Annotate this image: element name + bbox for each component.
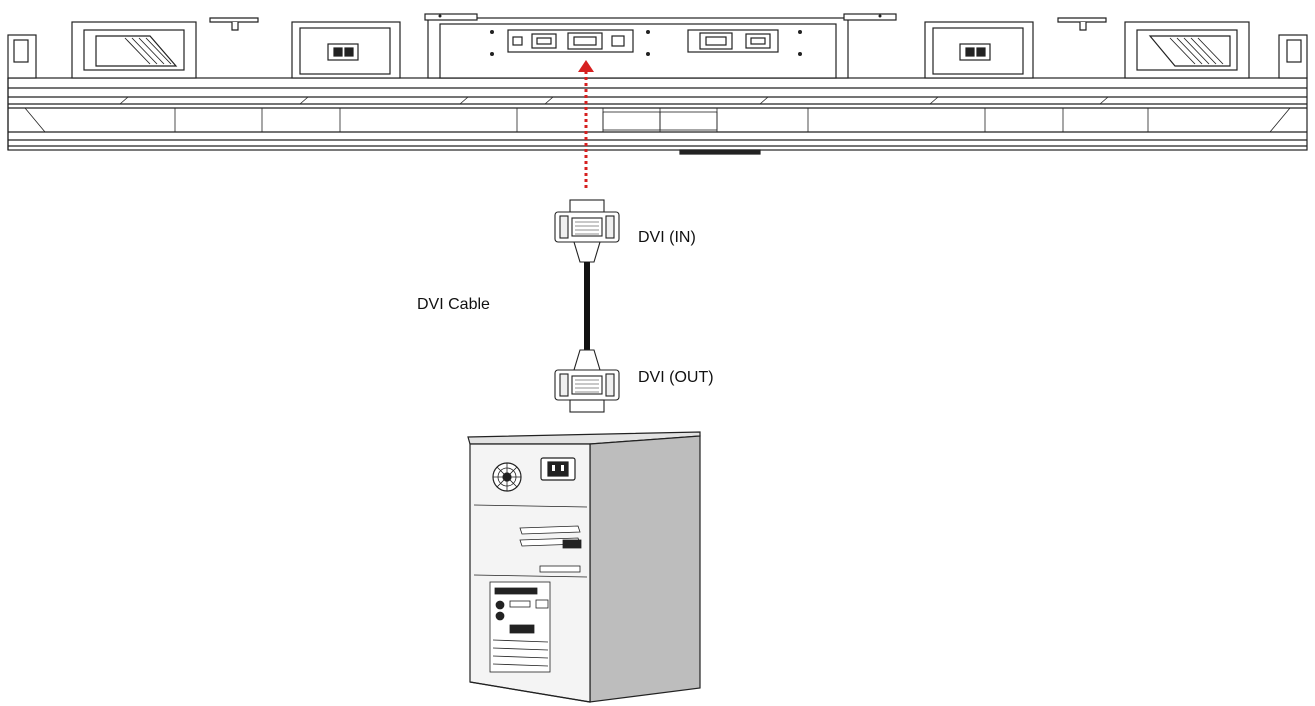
dvi-out-label: DVI (OUT) (638, 369, 714, 386)
dvi-cable (554, 199, 620, 413)
pc-tower (467, 431, 701, 703)
dvi-cable-label: DVI Cable (417, 296, 490, 313)
dvi-connector-in (554, 199, 620, 263)
fan-icon (492, 462, 522, 492)
dvi-connector-out (554, 349, 620, 413)
power-socket-icon (540, 457, 576, 481)
display-rear-panel (7, 13, 1308, 155)
connection-arrow (578, 60, 594, 188)
dvi-in-label: DVI (IN) (638, 229, 696, 246)
